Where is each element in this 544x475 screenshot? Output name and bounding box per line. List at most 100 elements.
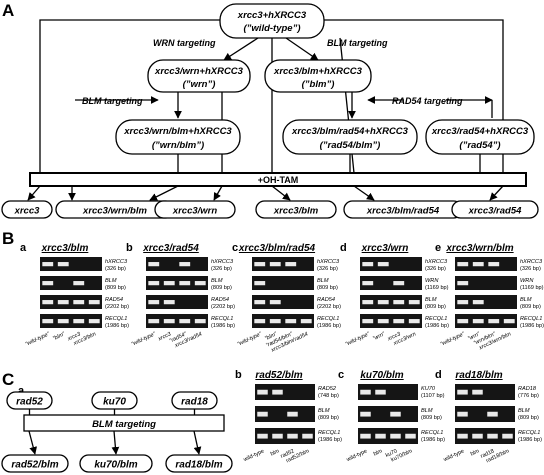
output-node: xrcc3/rad54 xyxy=(451,200,539,219)
gel-band xyxy=(375,389,386,395)
gel-band xyxy=(148,300,160,305)
output-pill xyxy=(165,454,233,473)
input-genotype: ku70 xyxy=(103,397,126,408)
gel-band xyxy=(269,300,281,305)
output-node: xrcc3/blm xyxy=(255,200,337,219)
wrn-node xyxy=(147,59,251,93)
gel-band xyxy=(257,411,268,417)
gel-band xyxy=(457,300,469,305)
gel-band xyxy=(163,300,175,305)
gel-band xyxy=(472,389,483,395)
gene-name: hXRCC3 xyxy=(105,259,128,265)
gel-row xyxy=(40,295,102,309)
gel-band xyxy=(362,300,374,305)
rad54-targeting-label: RAD54 targeting xyxy=(392,96,463,106)
blm-targeting-bar-label: BLM targeting xyxy=(92,419,156,430)
gene-name: BLM xyxy=(421,408,433,414)
gene-size: (809 bp) xyxy=(518,415,539,421)
panel-letter-a: A xyxy=(2,1,14,20)
gel-band xyxy=(179,281,191,286)
lane-label: ”wild-type” xyxy=(25,331,52,348)
lane-label: xrcc3 xyxy=(386,331,402,343)
lane-label: wild-type xyxy=(242,448,265,463)
gel-band xyxy=(457,281,469,286)
gene-size: (326 bp) xyxy=(317,266,338,272)
gel-row xyxy=(252,295,314,309)
gel-row xyxy=(455,406,515,422)
gel-band xyxy=(57,300,69,305)
gel-panel-letter: c xyxy=(232,242,238,254)
gel-band xyxy=(300,319,312,324)
blm-rad54-label: (”rad54/blm”) xyxy=(320,140,381,151)
output-pill xyxy=(79,454,153,473)
gel-row xyxy=(455,276,517,290)
gel-row xyxy=(255,428,315,444)
gene-name: RECQL1 xyxy=(317,316,339,322)
blm-node xyxy=(264,59,372,93)
gene-name: RAD54 xyxy=(211,297,229,303)
output-genotype: xrcc3/blm/rad54 xyxy=(366,206,440,217)
lane-label: wild-type xyxy=(345,448,368,463)
gel-band xyxy=(285,262,297,267)
gene-size: (326 bp) xyxy=(425,266,446,272)
gel-row xyxy=(146,314,208,328)
gene-size: (1986 bp) xyxy=(317,323,341,329)
gel-band xyxy=(163,281,175,286)
gel-row xyxy=(360,295,422,309)
gel-row xyxy=(146,276,208,290)
gene-name: BLM xyxy=(317,278,329,284)
blm-genotype: xrcc3/blm+hXRCC3 xyxy=(273,66,363,77)
lane-label: ”blm” xyxy=(264,331,279,342)
lane-label: ”wild-type” xyxy=(131,331,158,348)
gel-band xyxy=(362,281,374,286)
gel-band xyxy=(254,262,266,267)
gene-size: (809 bp) xyxy=(211,285,232,291)
lane-label: ”wild-type” xyxy=(237,331,264,348)
gene-size: (1986 bp) xyxy=(518,437,542,443)
gene-name: RECQL1 xyxy=(105,316,127,322)
gene-size: (809 bp) xyxy=(425,304,446,310)
gene-size: (1986 bp) xyxy=(425,323,449,329)
gene-size: (809 bp) xyxy=(520,304,541,310)
lane-label: ku70 xyxy=(385,448,399,459)
lane-label: wild-type xyxy=(442,448,465,463)
gel-row xyxy=(252,257,314,271)
gene-name: RAD54 xyxy=(317,297,335,303)
lane-label: blm xyxy=(470,448,481,457)
output-genotype: xrcc3/rad54 xyxy=(468,206,523,217)
gene-name: RECQL1 xyxy=(318,430,340,436)
gel-band xyxy=(254,319,266,324)
gel-title: xrcc3/blm xyxy=(41,243,89,254)
gene-name: hXRCC3 xyxy=(211,259,234,265)
gel-band xyxy=(254,281,266,286)
gel-title: ku70/blm xyxy=(360,370,403,381)
gene-size: (809 bp) xyxy=(421,415,442,421)
gene-size: (809 bp) xyxy=(318,415,339,421)
gel-band xyxy=(272,389,283,395)
gene-name: hXRCC3 xyxy=(425,259,448,265)
output-genotype: rad52/blm xyxy=(11,460,58,471)
gene-name: RECQL1 xyxy=(425,316,447,322)
gene-name: BLM xyxy=(425,297,437,303)
gel-row xyxy=(358,428,418,444)
gene-name: RECQL1 xyxy=(520,316,542,322)
gene-size: (2202 bp) xyxy=(317,304,341,310)
panel-letter-c: C xyxy=(2,370,14,389)
input-genotype: rad52 xyxy=(16,397,43,408)
gene-size: (1107 bp) xyxy=(421,393,445,399)
gene-size: (1986 bp) xyxy=(105,323,129,329)
output-node: xrcc3/wrn xyxy=(154,200,236,219)
gene-size: (1986 bp) xyxy=(318,437,342,443)
gel-band xyxy=(360,433,371,439)
gene-size: (1169 bp) xyxy=(425,285,449,291)
gel-band xyxy=(472,300,484,305)
gene-name: BLM xyxy=(211,278,223,284)
gene-size: (776 bp) xyxy=(518,393,539,399)
